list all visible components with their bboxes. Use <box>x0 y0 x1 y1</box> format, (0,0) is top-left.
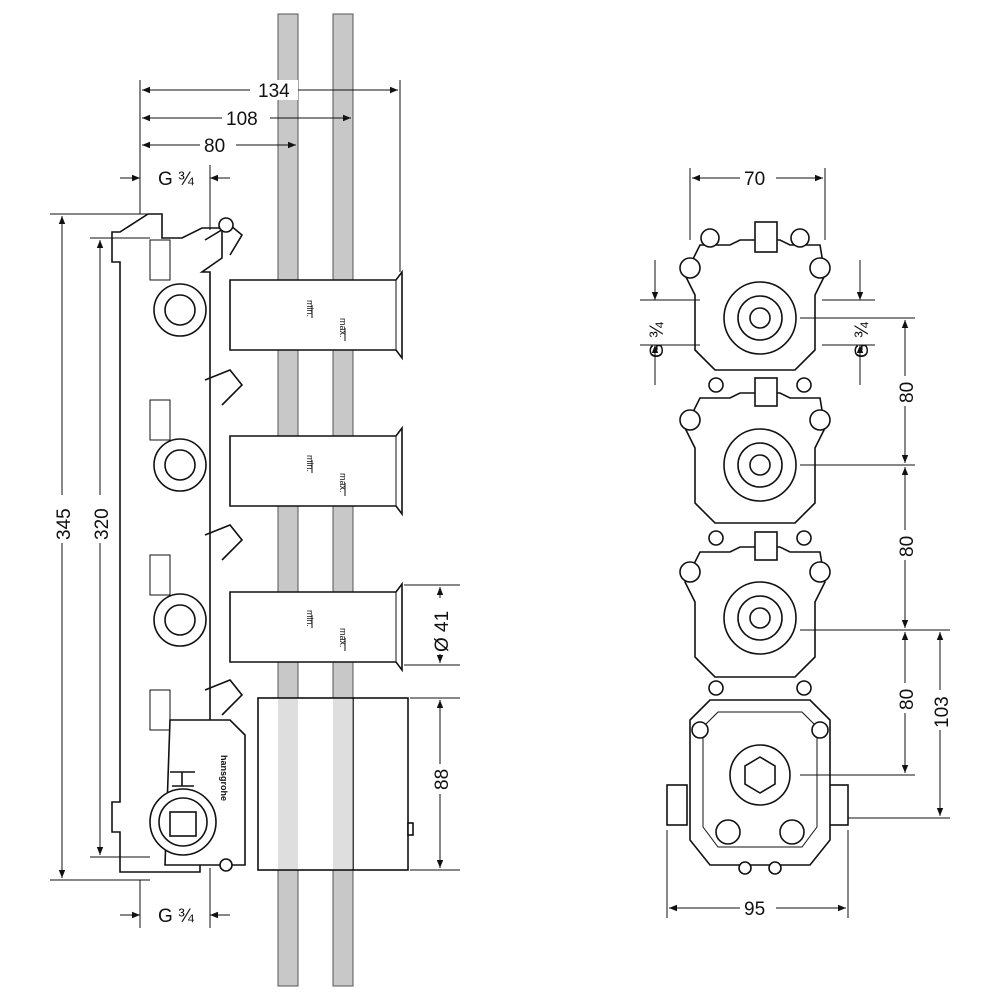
max-mark: max. <box>338 318 348 338</box>
max-mark: max. <box>338 628 348 648</box>
dim-80-1: 80 <box>897 382 918 403</box>
dim-diameter-41: Ø 41 <box>432 611 453 652</box>
cartridge-3: min. max. <box>229 581 403 673</box>
cartridge-1: min. max. <box>229 269 403 361</box>
max-mark: max. <box>338 473 348 493</box>
dim-thread-top: G ¾ <box>158 169 195 190</box>
dim-88: 88 <box>432 769 453 790</box>
dim-thread-left: G ¾ <box>647 321 668 358</box>
dim-108: 108 <box>226 109 258 130</box>
min-mark: min. <box>305 455 315 472</box>
side-dimensions: 134 108 80 G ¾ 345 320 Ø 41 <box>50 80 460 928</box>
front-dimensions: 70 G ¾ G ¾ 80 80 80 <box>640 168 953 920</box>
dim-70: 70 <box>744 169 765 190</box>
dim-80-3: 80 <box>897 689 918 710</box>
min-mark: min. <box>305 300 315 317</box>
dim-80: 80 <box>204 136 225 157</box>
front-view: 70 G ¾ G ¾ 80 80 80 <box>640 168 953 920</box>
side-view: hansgrohe min. max. min. max. min. max. <box>50 13 460 987</box>
dim-320: 320 <box>92 508 113 540</box>
dim-thread-bottom: G ¾ <box>158 906 195 927</box>
dim-80-2: 80 <box>897 536 918 557</box>
mounting-hole <box>218 217 234 233</box>
valve-body-side: hansgrohe <box>111 213 246 873</box>
dim-134: 134 <box>258 81 290 102</box>
cartridge-2: min. max. <box>229 425 403 517</box>
dim-thread-right: G ¾ <box>852 321 873 358</box>
dim-95: 95 <box>744 899 765 920</box>
min-mark: min. <box>305 610 315 627</box>
diverter-box <box>257 697 414 871</box>
dim-345: 345 <box>54 508 75 540</box>
brand-label: hansgrohe <box>219 755 229 801</box>
dim-103: 103 <box>932 696 953 728</box>
valve-body-front <box>666 221 849 875</box>
